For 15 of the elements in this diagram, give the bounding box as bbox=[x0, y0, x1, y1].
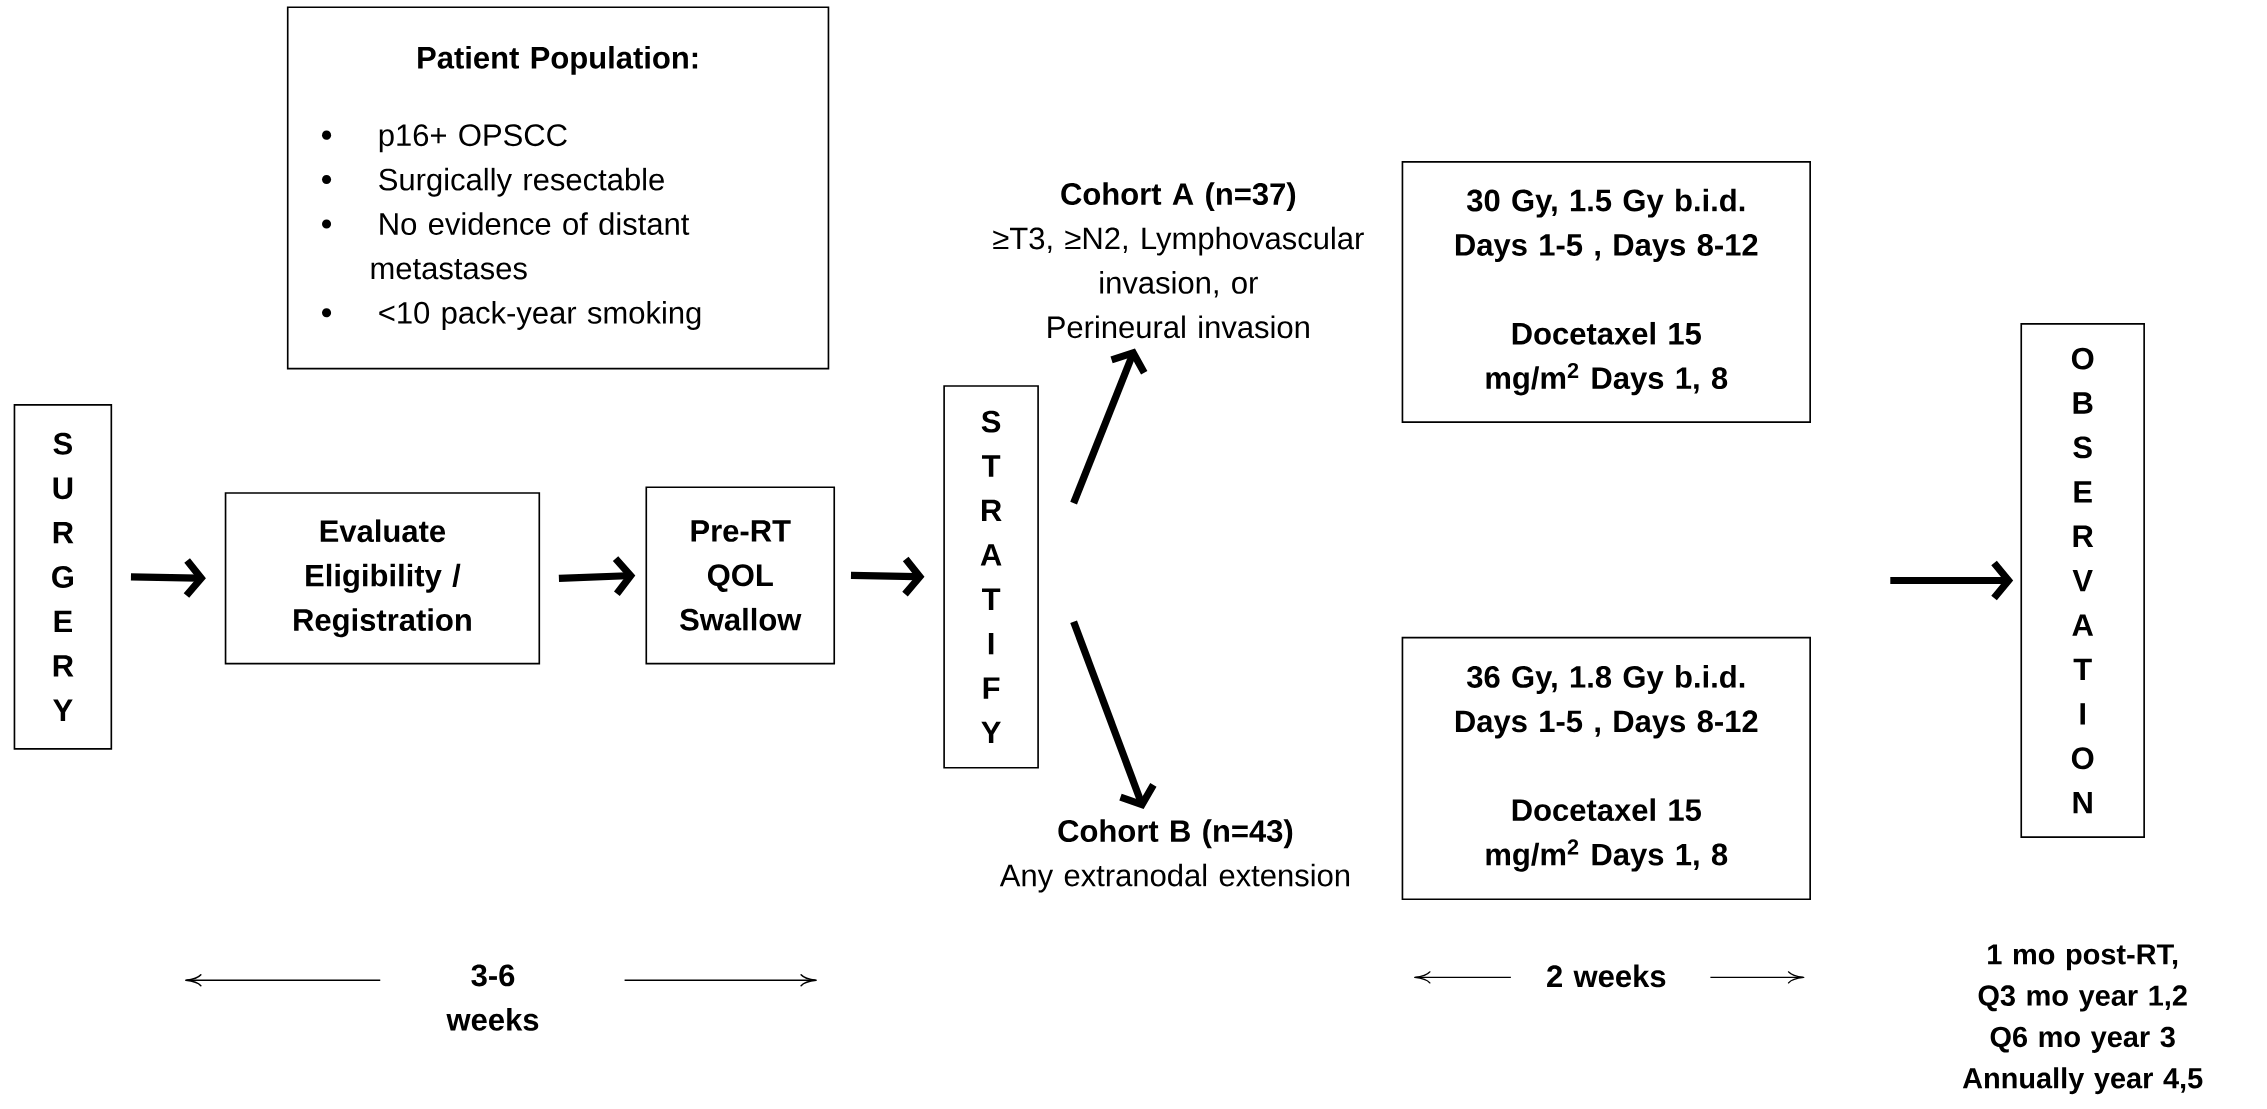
duration-label: 2 weeks bbox=[1547, 964, 1666, 988]
arrow bbox=[1070, 348, 1148, 505]
cohort-text: Cohort A (n=37) ≥T3, ≥N2, Lymphovascular invasion, or Perineural invasion bbox=[993, 182, 1364, 339]
treatment-box: 36 Gy, 1.8 Gy b.i.d. Days 1-5 , Days 8-12 Docetaxel 15 mg/m$^{2}$ Days 1, 8 bbox=[1401, 636, 1811, 901]
process-box: Pre-RT QOL Swallow bbox=[645, 486, 836, 665]
stage-box: S T R A T I F Y bbox=[943, 385, 1039, 769]
cohort-text: Cohort B (n=43) Any extranodal extension bbox=[999, 819, 1350, 893]
schedule-text: 1 mo post-RT, Q3 mo year 1,2 Q6 mo year 3 Annually year 4,5 bbox=[1962, 944, 2203, 1095]
criteria-box: Patient Population: p16+ OPSCC Surgically resectable No evidence of distant metastases <10 pack-year smoking bbox=[286, 6, 830, 370]
arrow bbox=[1070, 620, 1157, 809]
duration-label: 3-6 weeks bbox=[446, 964, 539, 1031]
process-box: Evaluate Eligibility / Registration bbox=[224, 492, 541, 665]
treatment-box: 30 Gy, 1.5 Gy b.i.d. Days 1-5 , Days 8-12 Docetaxel 15 mg/m$^{2}$ Days 1, 8 bbox=[1401, 161, 1811, 424]
stage-box: O B S E R V A T I O N bbox=[2020, 323, 2145, 838]
stage-box: S U R G E R Y bbox=[13, 404, 113, 750]
